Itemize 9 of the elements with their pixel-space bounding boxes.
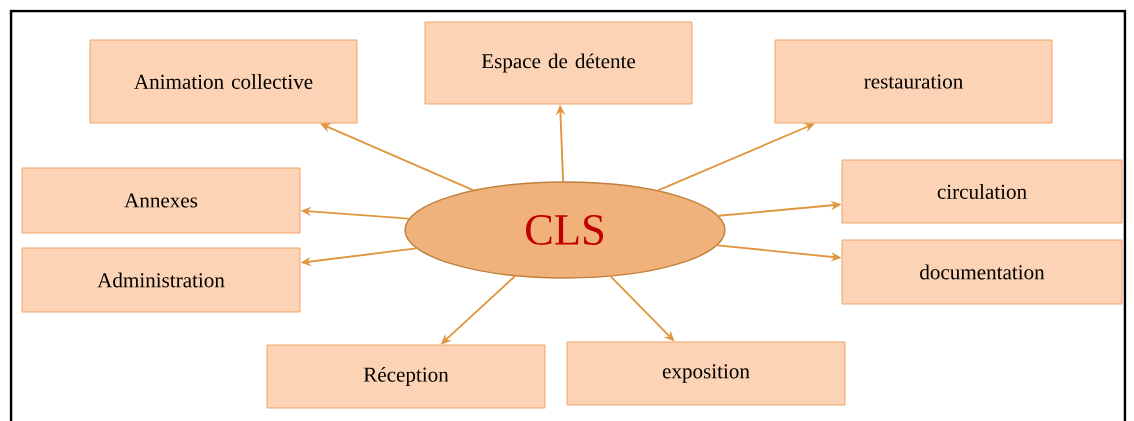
process-box: Annexes xyxy=(21,167,301,234)
process-box: circulation xyxy=(841,159,1123,224)
process-box: Réception xyxy=(266,344,546,409)
process-box: documentation xyxy=(841,239,1123,305)
process-box: Espace de détente xyxy=(424,21,693,105)
process-box: exposition xyxy=(566,341,846,406)
process-box: restauration xyxy=(774,39,1053,124)
process-box: Administration xyxy=(21,247,301,313)
process-box: Animation collective xyxy=(89,39,358,124)
